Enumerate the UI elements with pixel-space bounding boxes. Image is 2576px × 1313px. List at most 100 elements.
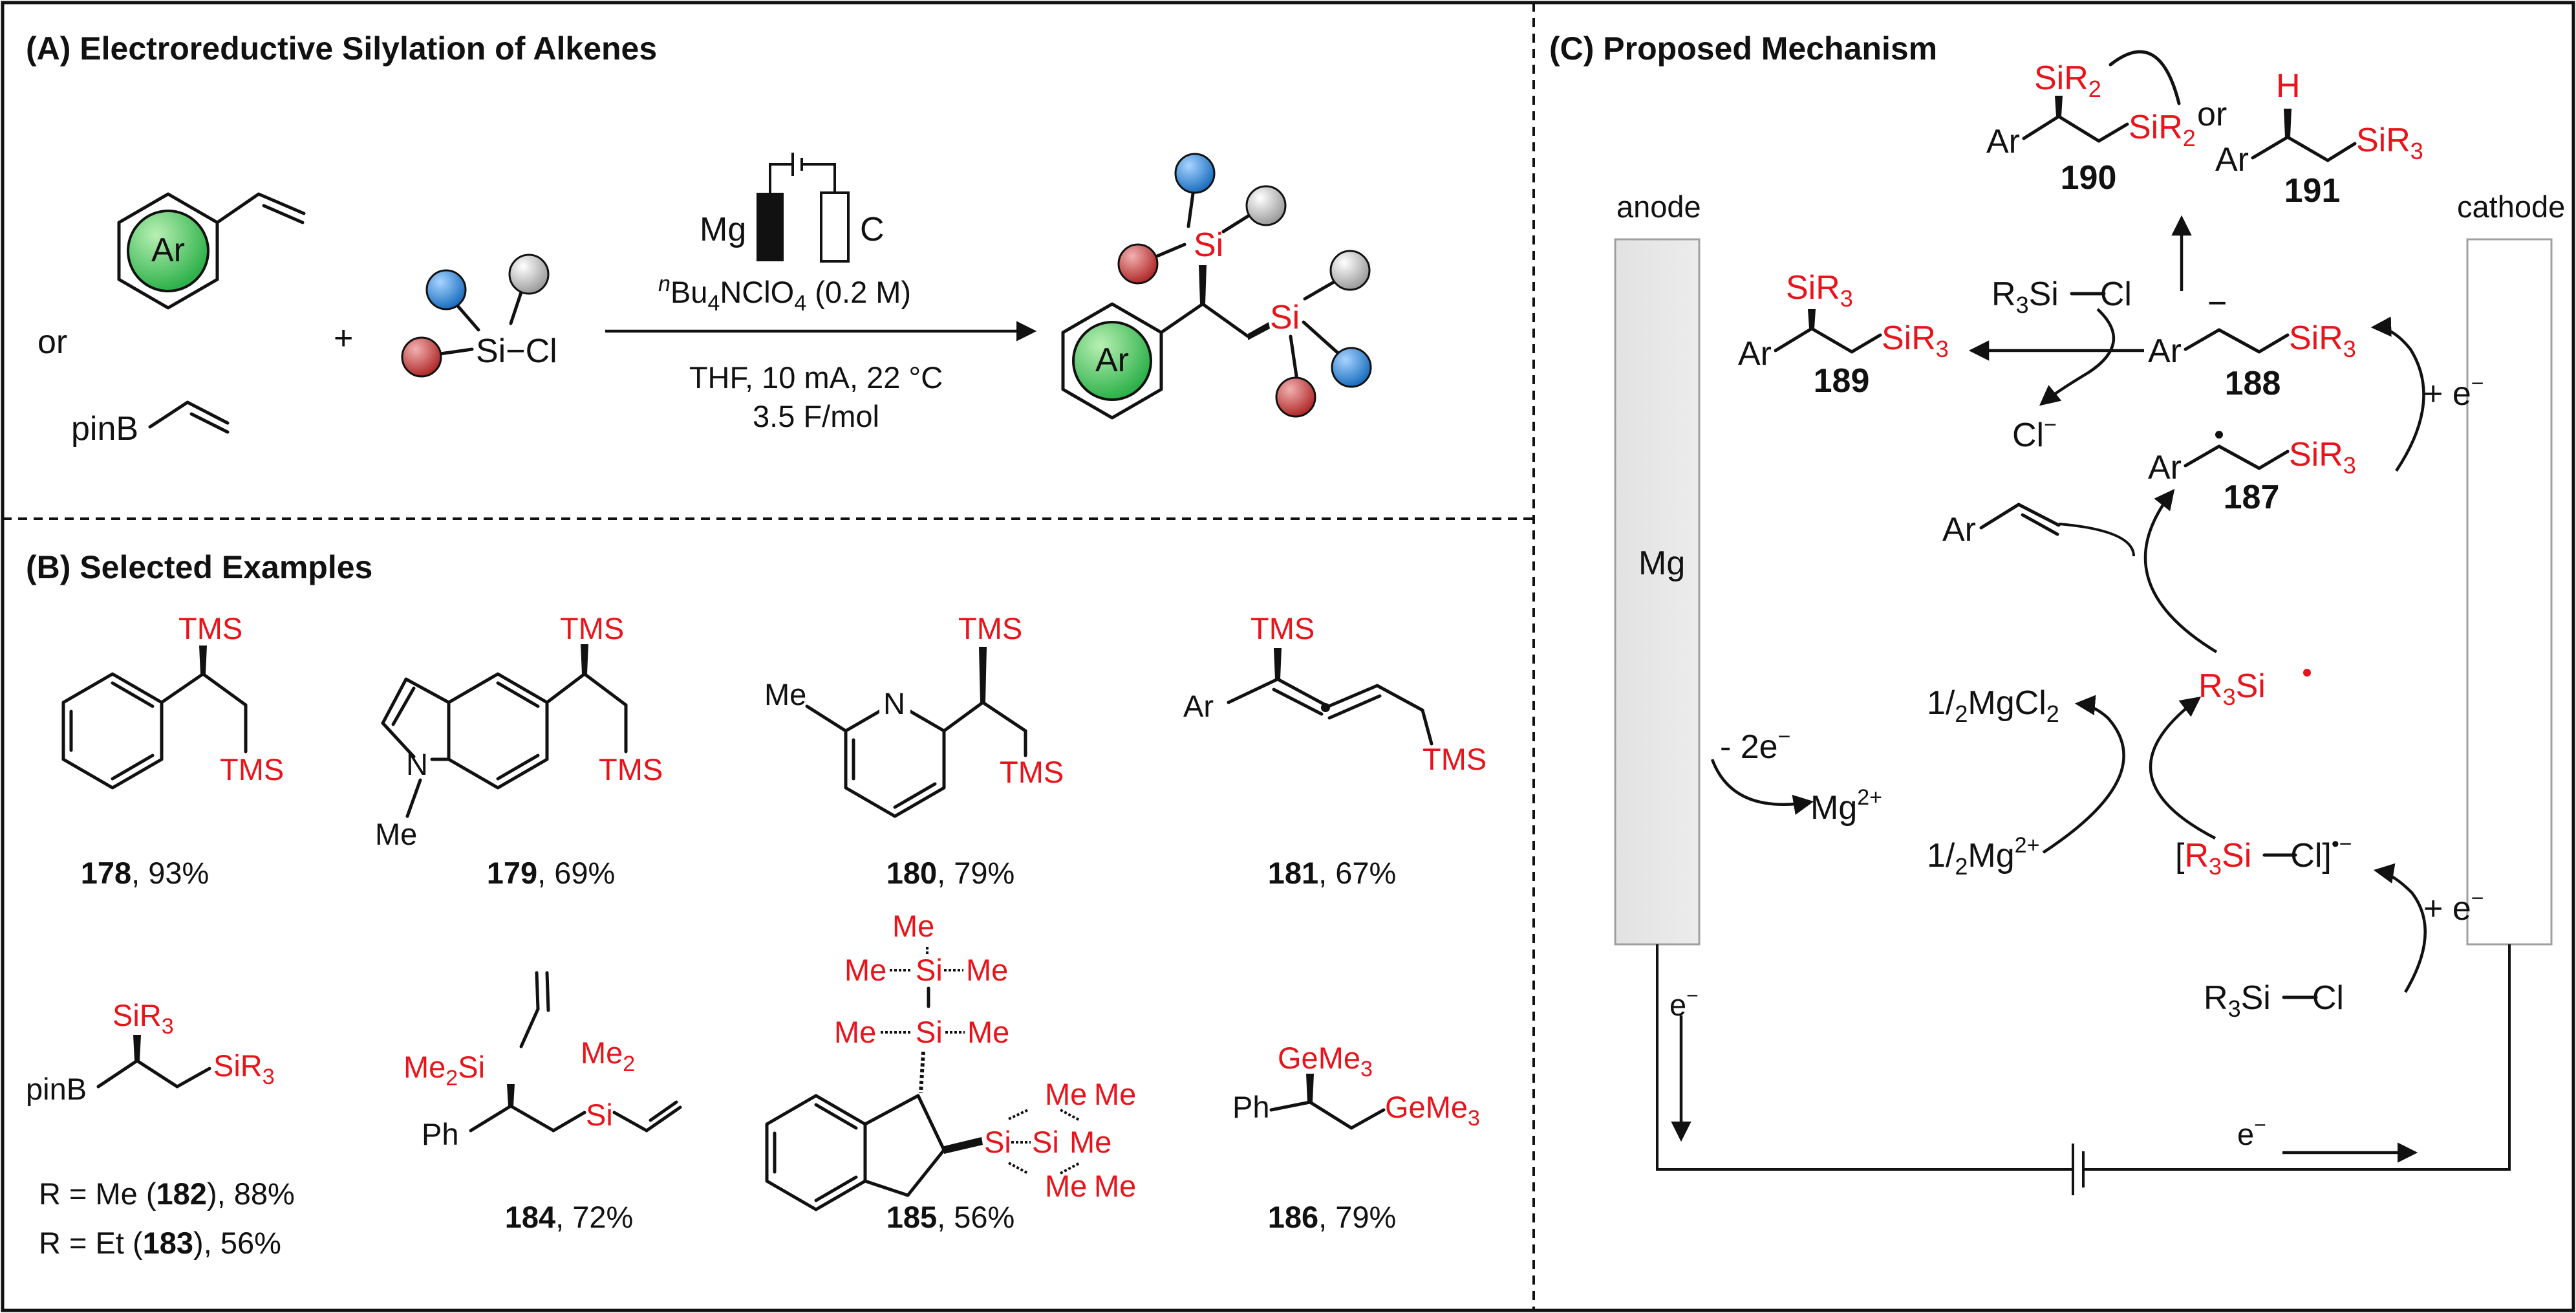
- mg-ion-reactant: 1/2Mg2+: [1927, 833, 2039, 880]
- panel-c-title: (C) Proposed Mechanism: [1549, 30, 1937, 67]
- svg-text:180, 79%: 180, 79%: [886, 856, 1015, 890]
- svg-text:pinB: pinB: [26, 1072, 87, 1106]
- condition-charge: 3.5 F/mol: [753, 399, 879, 433]
- svg-text:SiR2: SiR2: [2034, 60, 2101, 102]
- svg-text:SiR2: SiR2: [2129, 109, 2196, 151]
- svg-text:Me: Me: [375, 817, 417, 851]
- svg-text:Ar: Ar: [1942, 511, 1976, 548]
- svg-text:178, 93%: 178, 93%: [81, 856, 209, 890]
- svg-text:Si: Si: [1194, 226, 1223, 264]
- alkene-join-curve: [2058, 523, 2135, 557]
- svg-text:Si: Si: [586, 1098, 613, 1132]
- svg-text:Me: Me: [1094, 1169, 1136, 1203]
- reduction-arrow-188: [2370, 316, 2425, 472]
- svg-text:SiR3: SiR3: [2289, 436, 2356, 479]
- svg-text:TMS: TMS: [1000, 755, 1064, 789]
- radical-dot: [2303, 669, 2311, 677]
- reduction-arrow-silane: [2373, 863, 2427, 993]
- svg-text:Ar: Ar: [2148, 449, 2182, 486]
- svg-text:Ar: Ar: [2215, 141, 2249, 179]
- chloride-release-arrow: [2039, 308, 2116, 406]
- vinyl-bpin: pinB: [71, 400, 230, 448]
- chlorosilane: Si−Cl: [401, 254, 557, 378]
- svg-text:187: 187: [2224, 479, 2280, 516]
- si-cl-label: Si−Cl: [476, 332, 557, 370]
- compound-179: N Me TMS TMS 179, 69%: [375, 611, 663, 890]
- compound-181: TMS Ar TMS 181, 67%: [1183, 611, 1487, 890]
- svg-text:SiR3: SiR3: [1786, 269, 1853, 312]
- compound-182-183: pinB SiR3 SiR3 R = Me (182), 88% R = Et …: [26, 998, 295, 1260]
- mg-ion-product: Mg2+: [1810, 785, 1882, 827]
- compound-178: TMS TMS 178, 93%: [61, 611, 284, 890]
- c-electrode-label: C: [860, 211, 885, 248]
- two-electron-label: - 2e−: [1720, 724, 1790, 766]
- svg-text:191: 191: [2284, 172, 2341, 210]
- pinb-label: pinB: [71, 410, 138, 448]
- svg-text:Me: Me: [834, 1015, 876, 1049]
- svg-text:Si: Si: [1270, 299, 1300, 336]
- svg-text:Me: Me: [1045, 1169, 1087, 1203]
- svg-text:TMS: TMS: [220, 752, 284, 787]
- panel-a-title: (A) Electroreductive Silylation of Alken…: [26, 30, 657, 67]
- cathode-label: cathode: [2457, 190, 2565, 224]
- svg-text:R = Me (182), 88%: R = Me (182), 88%: [39, 1177, 295, 1211]
- electron-add-label-2: + e−: [2423, 886, 2484, 928]
- svg-text:SiR3: SiR3: [2289, 320, 2356, 362]
- svg-text:Ar: Ar: [1986, 123, 2020, 160]
- compound-188: Ar − SiR3 188: [2148, 285, 2356, 402]
- svg-text:TMS: TMS: [599, 752, 663, 787]
- svg-text:Si: Si: [984, 1125, 1011, 1159]
- svg-text:Me: Me: [892, 909, 934, 943]
- svg-text:Ar: Ar: [1738, 335, 1772, 373]
- aryl-styrene: Ar: [117, 192, 306, 310]
- alkene-substrate: Ar: [1942, 503, 2061, 548]
- plus-sign: +: [334, 320, 353, 357]
- svg-text:Ar: Ar: [2148, 332, 2182, 370]
- svg-text:Si: Si: [1032, 1125, 1059, 1159]
- svg-text:Me: Me: [1045, 1077, 1087, 1111]
- svg-text:N: N: [406, 747, 428, 781]
- cathode-electrode: [2466, 238, 2553, 946]
- radical-addition-arrow: [2143, 488, 2218, 653]
- svg-text:185, 56%: 185, 56%: [886, 1200, 1015, 1234]
- svg-text:GeMe3: GeMe3: [1385, 1090, 1480, 1131]
- svg-text:Ph: Ph: [1232, 1090, 1270, 1124]
- compound-184: Me2Si Ph Si Me2 184, 72%: [403, 971, 682, 1234]
- mg-anode-label: Mg: [1638, 545, 1685, 582]
- svg-text:Me: Me: [967, 1015, 1009, 1049]
- or-label-c: or: [2197, 96, 2227, 133]
- svg-text:SiR3: SiR3: [113, 998, 174, 1039]
- svg-text:181, 67%: 181, 67%: [1268, 856, 1397, 890]
- radical-formation-arrow: [2149, 696, 2216, 840]
- svg-text:N: N: [883, 686, 905, 721]
- compound-189: Ar SiR3 SiR3 189: [1738, 269, 1949, 400]
- svg-text:SiR3: SiR3: [213, 1048, 275, 1089]
- mg-chloride-arrow: [2042, 695, 2125, 854]
- compound-191: Ar H SiR3 191: [2215, 67, 2423, 210]
- svg-text:Me: Me: [764, 677, 806, 711]
- svg-text:189: 189: [1814, 362, 1870, 400]
- svg-text:SiR3: SiR3: [2356, 122, 2423, 164]
- or-label: or: [38, 323, 67, 361]
- mg-electrode-label: Mg: [700, 211, 746, 248]
- svg-text:e−: e−: [1669, 984, 1699, 1022]
- compound-190: Ar SiR2 SiR2 190: [1986, 50, 2196, 197]
- electron-add-label-1: + e−: [2423, 371, 2484, 413]
- svg-text:Me2: Me2: [581, 1036, 635, 1076]
- compound-185: Me Me Si Me Me Si Me Si Si Me Me Me Me M…: [765, 909, 1136, 1234]
- svg-text:Ar: Ar: [1095, 342, 1129, 379]
- condition-solvent: THF, 10 mA, 22 °C: [689, 360, 943, 395]
- chloride-ion: Cl−: [2012, 413, 2057, 454]
- svg-text:GeMe3: GeMe3: [1278, 1041, 1373, 1081]
- svg-text:SiR3: SiR3: [1882, 320, 1949, 362]
- compound-180: N Me TMS TMS 180, 79%: [764, 611, 1064, 890]
- svg-text:188: 188: [2225, 365, 2281, 402]
- svg-text:H: H: [2276, 67, 2301, 105]
- condition-electrolyte: nBu4NClO4 (0.2 M): [658, 272, 911, 316]
